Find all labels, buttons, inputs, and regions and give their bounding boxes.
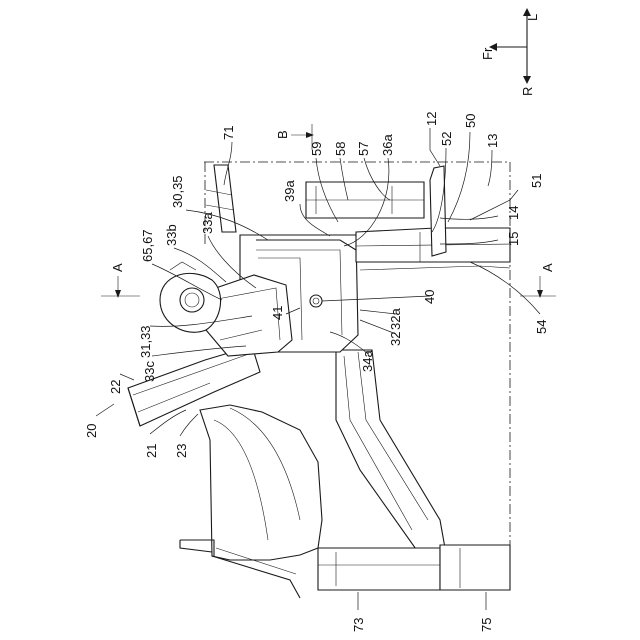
label-32: 32 xyxy=(388,332,403,346)
label-32a: 32a xyxy=(388,308,403,330)
label-14: 14 xyxy=(506,206,521,220)
label-33a: 33a xyxy=(200,212,215,234)
label-30-35: 30,35 xyxy=(170,175,185,208)
label-65-67: 65,67 xyxy=(140,229,155,262)
label-75: 75 xyxy=(479,618,494,632)
label-51: 51 xyxy=(529,174,544,188)
label-41: 41 xyxy=(270,306,285,320)
label-20: 20 xyxy=(84,424,99,438)
label-57: 57 xyxy=(356,142,371,156)
label-12: 12 xyxy=(424,112,439,126)
label-23: 23 xyxy=(174,444,189,458)
section-marker-a-right: A xyxy=(520,263,556,298)
label-52: 52 xyxy=(439,132,454,146)
label-33b: 33b xyxy=(164,224,179,246)
label-31-33: 31,33 xyxy=(138,325,153,358)
label-34a: 34a xyxy=(360,350,375,372)
label-36a: 36a xyxy=(380,134,395,156)
label-15: 15 xyxy=(506,232,521,246)
section-label-a-right: A xyxy=(540,263,555,272)
compass-left-label: L xyxy=(525,14,540,21)
direction-compass: L Fr R xyxy=(480,8,540,96)
label-58: 58 xyxy=(333,142,348,156)
label-22: 22 xyxy=(108,380,123,394)
label-59: 59 xyxy=(309,142,324,156)
label-40: 40 xyxy=(422,290,437,304)
section-marker-a-left: A xyxy=(101,263,140,298)
label-50: 50 xyxy=(463,114,478,128)
compass-right-label: R xyxy=(520,87,535,96)
compass-front-label: Fr xyxy=(480,47,495,60)
label-71: 71 xyxy=(221,126,236,140)
label-54: 54 xyxy=(534,320,549,334)
section-label-a-left: A xyxy=(110,263,125,272)
label-33c: 33c xyxy=(142,361,157,382)
section-label-b-top: B xyxy=(275,130,290,139)
label-21: 21 xyxy=(144,444,159,458)
label-73: 73 xyxy=(351,618,366,632)
label-13: 13 xyxy=(485,134,500,148)
label-39a: 39a xyxy=(282,180,297,202)
vehicle-frame-drawing xyxy=(96,128,540,610)
